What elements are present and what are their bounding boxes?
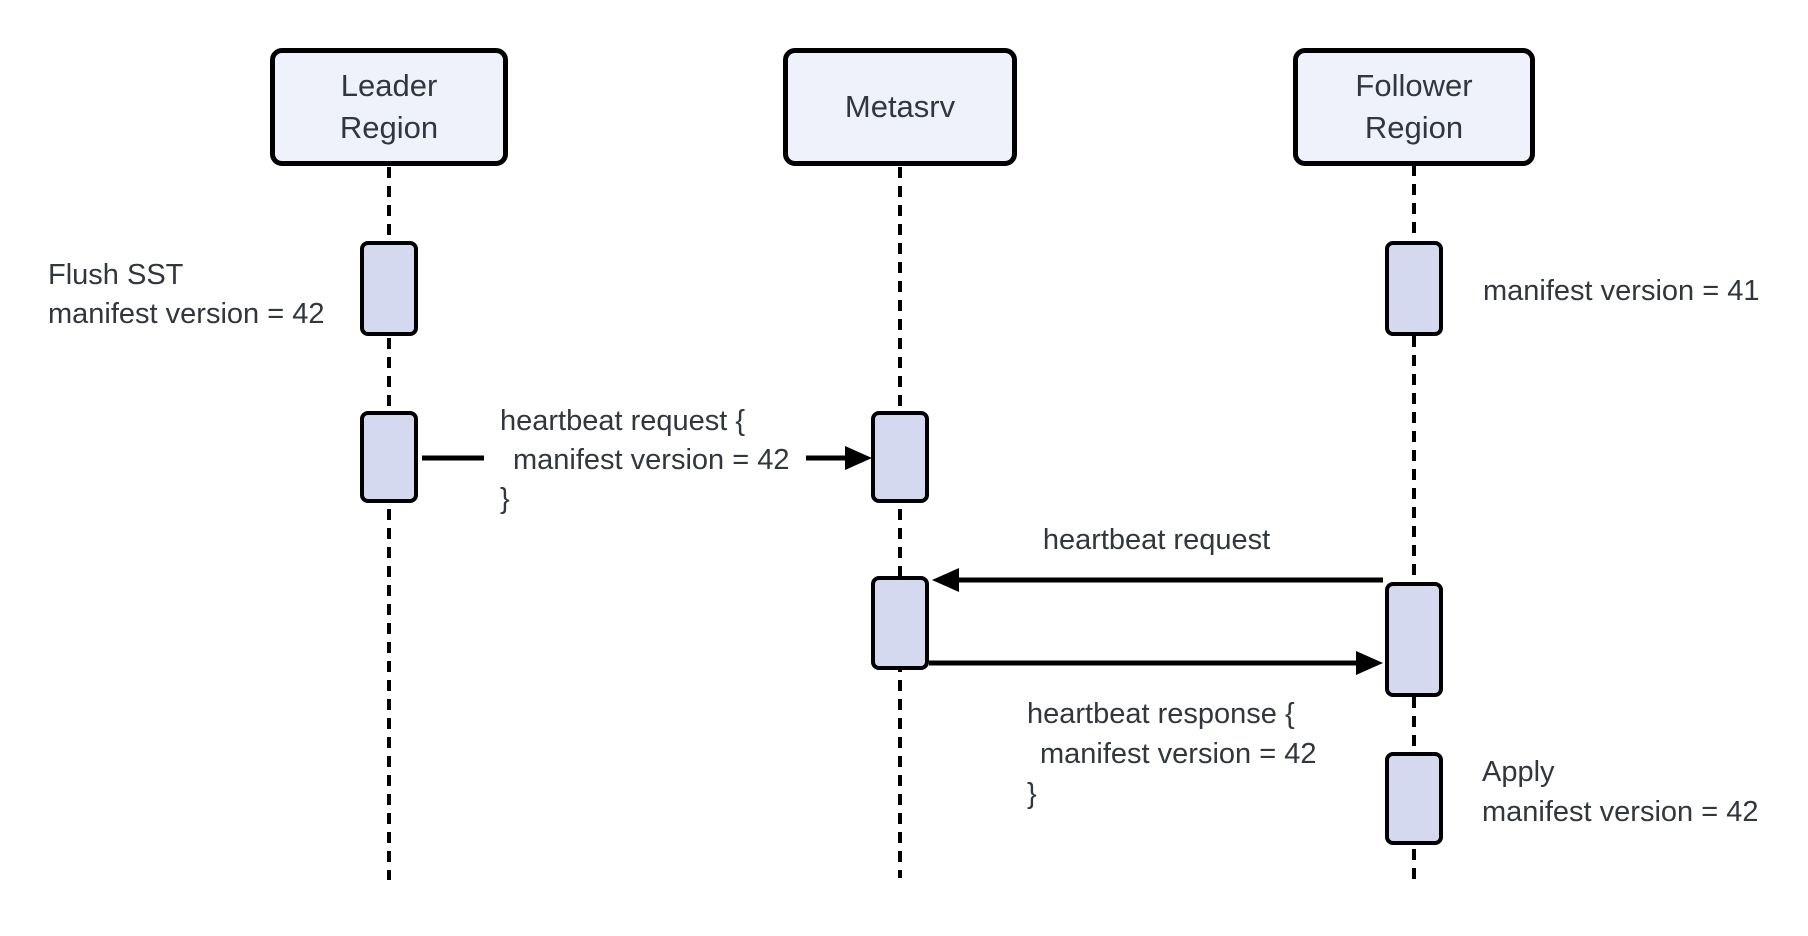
participant-leader-label-line2: Region [339, 110, 439, 145]
follower-activation-heartbeat [1385, 582, 1443, 697]
note-flush-sst: Flush SST manifest version = 42 [48, 256, 324, 334]
heartbeat-request-to-metasrv-arrow [422, 446, 872, 470]
message-heartbeat-request-line1: heartbeat request { [500, 405, 746, 437]
note-apply-line1: Apply [1482, 756, 1555, 788]
participant-leader-region: Leader Region [270, 48, 508, 166]
message-heartbeat-response-line2: manifest version = 42 [1040, 738, 1317, 770]
metasrv-activation-follower-heartbeat [871, 576, 929, 670]
message-heartbeat-request-line3: } [500, 483, 510, 515]
heartbeat-response-arrow [929, 651, 1383, 675]
note-apply: Apply manifest version = 42 [1482, 752, 1758, 832]
follower-activation-apply [1385, 752, 1443, 845]
participant-metasrv-label: Metasrv [844, 89, 956, 124]
message-heartbeat-response-line1: heartbeat response { [1027, 698, 1295, 730]
participant-metasrv: Metasrv [783, 48, 1017, 166]
participant-follower-label-line1: Follower [1355, 68, 1473, 103]
message-heartbeat-request-label: heartbeat request [1042, 524, 1271, 556]
follower-activation-version41 [1385, 241, 1443, 336]
note-flush-sst-line1: Flush SST [48, 259, 184, 291]
leader-activation-flush [360, 241, 418, 336]
participant-follower-label-line2: Region [1364, 110, 1464, 145]
leader-activation-heartbeat [360, 411, 418, 503]
message-heartbeat-request-line2: manifest version = 42 [513, 444, 790, 476]
note-follower-version: manifest version = 41 [1483, 272, 1759, 311]
note-follower-version-line1: manifest version = 41 [1483, 275, 1760, 307]
participant-leader-label-line1: Leader [340, 68, 438, 103]
message-heartbeat-request-block: heartbeat request { manifest version = 4… [500, 402, 789, 519]
message-heartbeat-response-line3: } [1027, 778, 1037, 810]
heartbeat-request-from-follower-arrow [932, 568, 1383, 592]
participant-follower-region: Follower Region [1293, 48, 1535, 166]
note-flush-sst-line2: manifest version = 42 [48, 298, 325, 330]
metasrv-activation-receive-heartbeat [871, 411, 929, 503]
note-apply-line2: manifest version = 42 [1482, 796, 1759, 828]
message-heartbeat-response-block: heartbeat response { manifest version = … [1027, 694, 1316, 814]
